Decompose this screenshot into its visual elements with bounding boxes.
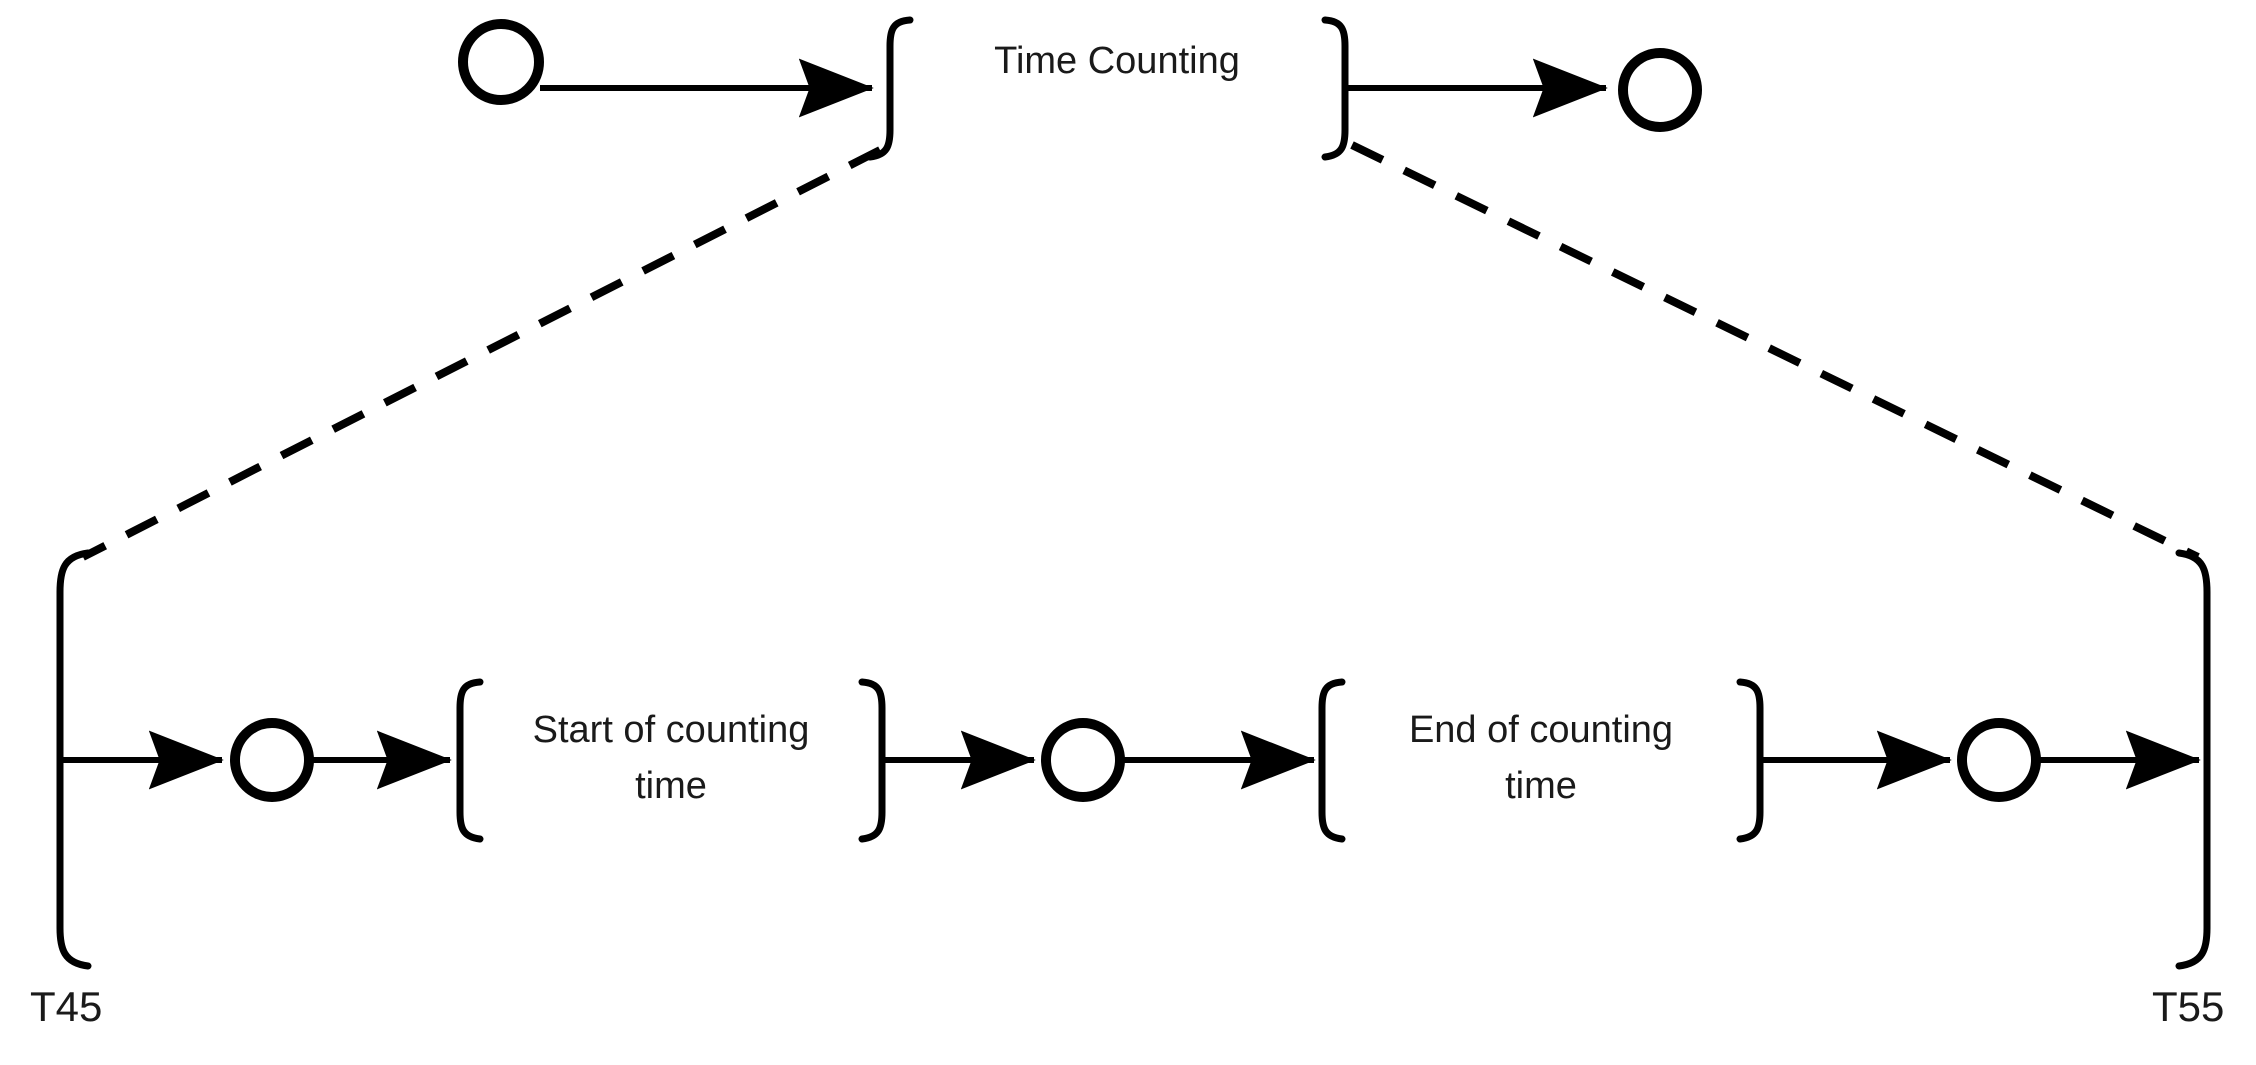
start-activity-open-bracket	[456, 678, 484, 843]
end-activity-close-bracket	[1736, 678, 1764, 843]
end-activity-label-line2: time	[1505, 765, 1577, 807]
time-marker-right: T55	[2152, 983, 2224, 1030]
time-counting-label: Time Counting	[994, 40, 1240, 82]
end-circle-top[interactable]	[1618, 48, 1702, 132]
expanded-circle-2[interactable]	[1041, 718, 1125, 802]
dashed-link-left	[81, 146, 882, 561]
end-activity-open-bracket	[1318, 678, 1346, 843]
expanded-circle-3[interactable]	[1957, 718, 2041, 802]
time-marker-left: T45	[30, 983, 102, 1030]
expanded-close-bracket	[2175, 549, 2211, 970]
dashed-link-right	[1350, 141, 2200, 561]
end-activity-label-line1: End of counting	[1409, 709, 1673, 751]
time-counting-open-bracket	[866, 16, 914, 161]
start-activity-close-bracket	[858, 678, 886, 843]
time-counting-close-bracket	[1321, 16, 1349, 161]
start-circle-top[interactable]	[458, 19, 544, 105]
start-activity-label-line2: time	[635, 765, 707, 807]
expanded-circle-1[interactable]	[230, 718, 314, 802]
start-activity-label-line1: Start of counting	[533, 709, 810, 751]
